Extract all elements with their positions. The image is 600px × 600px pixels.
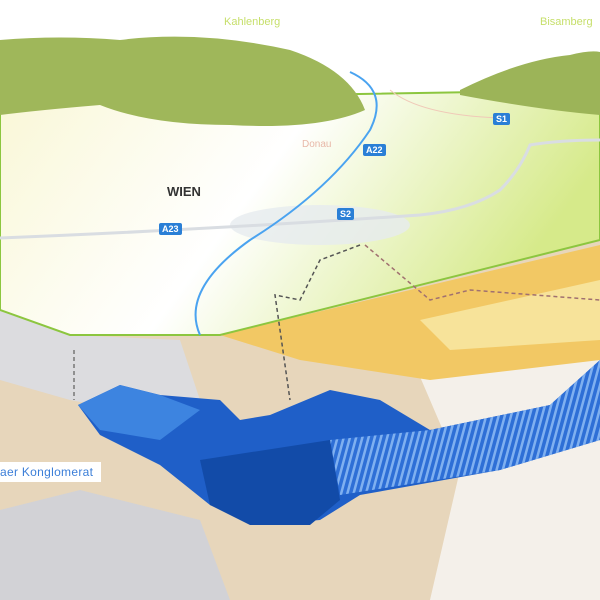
aquifer-striped xyxy=(330,360,600,495)
light-yellow-layer xyxy=(420,280,600,350)
label-donau: Donau xyxy=(302,139,332,150)
hill-right xyxy=(460,51,600,115)
road-sign-a23: A23 xyxy=(159,223,182,235)
aquifer-deep xyxy=(200,440,340,525)
dashed-profile xyxy=(364,244,600,301)
road xyxy=(389,89,501,119)
dashed-profile xyxy=(274,244,361,401)
label-wien: WIEN xyxy=(167,184,201,199)
aquifer-light xyxy=(78,385,200,440)
road-sign-s2: S2 xyxy=(337,208,355,220)
grey-rock xyxy=(0,310,200,415)
label-kahlenberg: Kahlenberg xyxy=(224,16,281,28)
hill-left xyxy=(0,36,365,126)
road-sign-s1: S1 xyxy=(493,113,511,125)
city-area xyxy=(230,205,410,245)
layer-label: aer Konglomerat xyxy=(0,462,102,482)
label-bisamberg: Bisamberg xyxy=(540,16,593,28)
road-sign-a22: A22 xyxy=(363,144,386,156)
river-donau xyxy=(194,71,378,336)
grey-rock-lower xyxy=(0,490,230,600)
